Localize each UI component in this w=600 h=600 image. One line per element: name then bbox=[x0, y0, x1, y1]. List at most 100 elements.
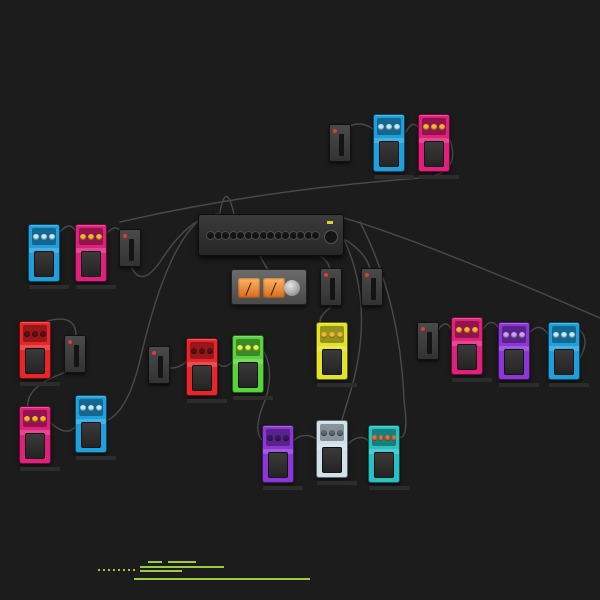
pedal-knob[interactable] bbox=[24, 330, 30, 337]
utility-box[interactable] bbox=[148, 346, 170, 384]
effect-pedal[interactable] bbox=[28, 224, 69, 289]
mixer-channel-knob[interactable] bbox=[267, 232, 274, 239]
pedal-knob[interactable] bbox=[96, 233, 102, 240]
mixer-channel-knob[interactable] bbox=[207, 232, 214, 239]
pedal-knob[interactable] bbox=[245, 344, 251, 351]
pedal-knob[interactable] bbox=[553, 331, 559, 338]
scroll-indicator-segment[interactable] bbox=[148, 561, 162, 563]
pedal-knob[interactable] bbox=[464, 326, 470, 333]
mixer-channel-knob[interactable] bbox=[252, 232, 259, 239]
pedal-knob[interactable] bbox=[385, 434, 390, 441]
pedal-footswitch[interactable] bbox=[504, 349, 524, 375]
pedal-knob[interactable] bbox=[275, 434, 281, 441]
pedal-knob[interactable] bbox=[439, 123, 445, 130]
pedal-knob[interactable] bbox=[511, 331, 517, 338]
pedal-knob[interactable] bbox=[88, 404, 94, 411]
vu-meter-dial-knob[interactable] bbox=[284, 280, 300, 296]
pedal-footswitch[interactable] bbox=[81, 422, 101, 448]
pedal-knob[interactable] bbox=[456, 326, 462, 333]
mixer-channel-knob[interactable] bbox=[229, 232, 237, 239]
pedal-knob[interactable] bbox=[32, 330, 38, 337]
utility-box[interactable] bbox=[417, 322, 439, 360]
effect-pedal[interactable] bbox=[19, 406, 60, 471]
mixer-channel-knob[interactable] bbox=[312, 232, 319, 239]
mixer-channel-knob[interactable] bbox=[289, 232, 297, 239]
pedal-knob[interactable] bbox=[372, 434, 377, 441]
effect-pedal[interactable] bbox=[186, 338, 227, 403]
pedal-knob[interactable] bbox=[337, 331, 343, 338]
pedal-knob[interactable] bbox=[386, 123, 392, 130]
scroll-indicator-segment[interactable] bbox=[140, 570, 182, 572]
pedal-knob[interactable] bbox=[191, 347, 197, 354]
pedal-knob[interactable] bbox=[267, 434, 273, 441]
pedal-knob[interactable] bbox=[40, 330, 46, 337]
effect-pedal[interactable] bbox=[498, 322, 539, 387]
pedal-knob[interactable] bbox=[394, 123, 400, 130]
effect-pedal[interactable] bbox=[368, 425, 409, 490]
utility-box[interactable] bbox=[119, 229, 141, 267]
pedal-knob[interactable] bbox=[329, 331, 335, 338]
pedal-knob[interactable] bbox=[32, 415, 38, 422]
pedal-knob[interactable] bbox=[321, 331, 327, 338]
effect-pedal[interactable] bbox=[451, 317, 492, 382]
pedal-footswitch[interactable] bbox=[374, 452, 394, 478]
pedal-footswitch[interactable] bbox=[34, 251, 54, 277]
mixer-channel-knob[interactable] bbox=[304, 232, 312, 239]
mixer-channel-knob[interactable] bbox=[274, 232, 282, 239]
effect-pedal[interactable] bbox=[316, 322, 357, 387]
pedal-footswitch[interactable] bbox=[238, 362, 258, 388]
vu-meter-device[interactable] bbox=[231, 269, 307, 305]
effect-pedal[interactable] bbox=[19, 321, 60, 386]
pedal-knob[interactable] bbox=[503, 331, 509, 338]
pedal-knob[interactable] bbox=[472, 326, 478, 333]
pedal-footswitch[interactable] bbox=[192, 365, 212, 391]
utility-box[interactable] bbox=[320, 268, 342, 306]
pedal-footswitch[interactable] bbox=[424, 141, 444, 167]
effect-pedal[interactable] bbox=[262, 425, 303, 490]
pedal-knob[interactable] bbox=[237, 344, 243, 351]
pedal-footswitch[interactable] bbox=[25, 348, 45, 374]
effect-pedal[interactable] bbox=[418, 114, 459, 179]
pedal-knob[interactable] bbox=[283, 434, 289, 441]
mixer-channel-knob[interactable] bbox=[244, 232, 252, 239]
pedal-knob[interactable] bbox=[569, 331, 575, 338]
pedal-knob[interactable] bbox=[41, 233, 47, 240]
pedal-knob[interactable] bbox=[80, 404, 86, 411]
pedal-knob[interactable] bbox=[49, 233, 55, 240]
effect-pedal[interactable] bbox=[316, 420, 357, 485]
scroll-indicator-segment[interactable] bbox=[140, 566, 224, 568]
utility-box[interactable] bbox=[361, 268, 383, 306]
utility-box[interactable] bbox=[329, 124, 351, 162]
mixer-device[interactable] bbox=[198, 214, 344, 256]
pedal-footswitch[interactable] bbox=[554, 349, 574, 375]
effect-pedal[interactable] bbox=[373, 114, 414, 179]
horizontal-scrollbar[interactable] bbox=[134, 578, 310, 580]
mixer-channel-knob[interactable] bbox=[237, 232, 244, 239]
pedal-footswitch[interactable] bbox=[322, 447, 342, 473]
effect-pedal[interactable] bbox=[232, 335, 273, 400]
pedal-knob[interactable] bbox=[519, 331, 525, 338]
pedal-knob[interactable] bbox=[33, 233, 39, 240]
pedal-knob[interactable] bbox=[96, 404, 102, 411]
pedal-knob[interactable] bbox=[88, 233, 94, 240]
pedal-knob[interactable] bbox=[207, 347, 213, 354]
effect-pedal[interactable] bbox=[548, 322, 589, 387]
pedal-footswitch[interactable] bbox=[268, 452, 288, 478]
scroll-indicator-segment[interactable] bbox=[168, 561, 196, 563]
mixer-channel-knob[interactable] bbox=[282, 232, 289, 239]
mixer-channel-knob[interactable] bbox=[222, 232, 229, 239]
pedal-knob[interactable] bbox=[431, 123, 437, 130]
pedal-knob[interactable] bbox=[80, 233, 86, 240]
mixer-master-knob[interactable] bbox=[325, 231, 337, 243]
pedal-knob[interactable] bbox=[561, 331, 567, 338]
utility-box[interactable] bbox=[64, 335, 86, 373]
pedal-knob[interactable] bbox=[40, 415, 46, 422]
pedal-knob[interactable] bbox=[199, 347, 205, 354]
mixer-channel-knob[interactable] bbox=[259, 232, 267, 239]
pedal-knob[interactable] bbox=[24, 415, 30, 422]
pedal-footswitch[interactable] bbox=[379, 141, 399, 167]
pedal-footswitch[interactable] bbox=[457, 344, 477, 370]
pedal-knob[interactable] bbox=[337, 429, 343, 436]
scroll-indicator-dots[interactable] bbox=[98, 569, 138, 571]
